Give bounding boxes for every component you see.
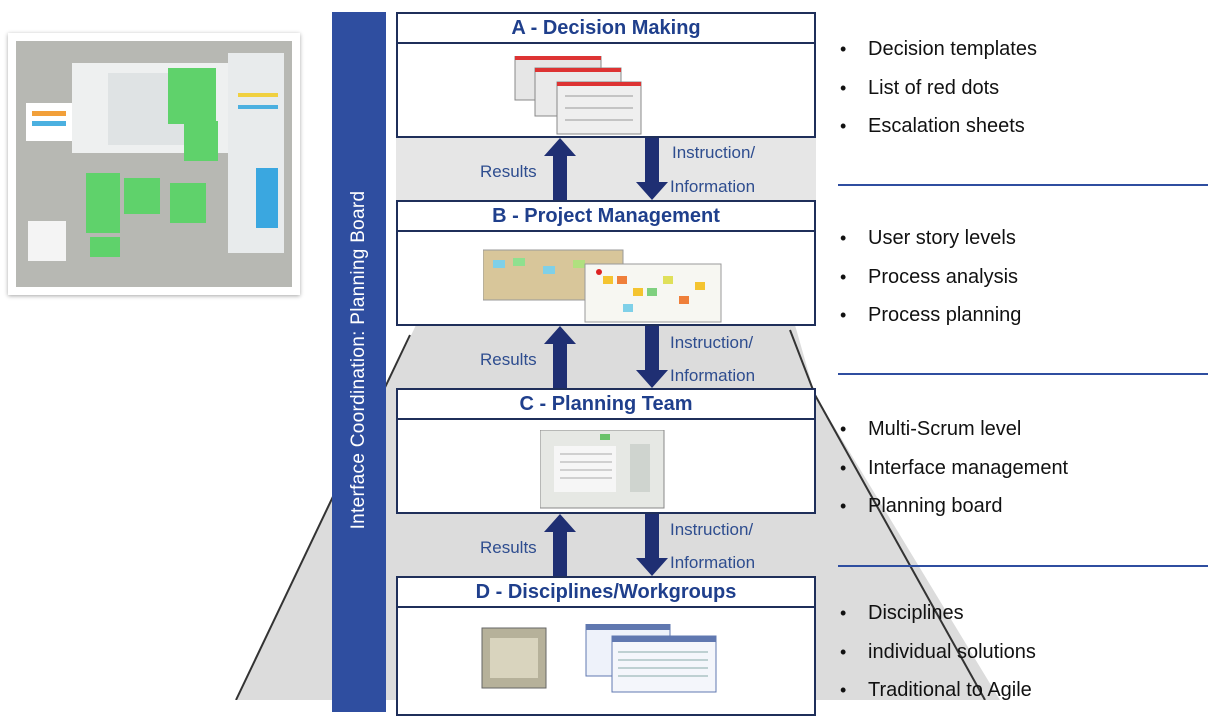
level-b-bullet: User story levels [838, 219, 1021, 258]
results-arrow-b-to-a [544, 138, 576, 200]
separator-line [838, 184, 1208, 186]
level-b-bullet: Process analysis [838, 258, 1021, 297]
level-d-box: D - Disciplines/Workgroups [396, 576, 816, 716]
pyramid-right-edge [789, 329, 816, 396]
results-label-2: Results [480, 350, 537, 369]
disciplines-screens-image [481, 624, 717, 693]
separator-line [838, 565, 1208, 567]
level-a-box: A - Decision Making [396, 12, 816, 138]
decision-templates-image [514, 56, 642, 135]
instruction-arrow-a-to-b [636, 138, 668, 200]
instruction-label-1: Instruction/ [672, 143, 756, 162]
level-d-bullet: Disciplines [838, 594, 1036, 633]
information-label-2: Information [670, 366, 756, 385]
instruction-label-3: Instruction/ [670, 520, 754, 539]
level-b-bullet: Process planning [838, 296, 1021, 335]
separator-line [838, 373, 1208, 375]
level-a-bullets: Decision templates List of red dots Esca… [838, 30, 1037, 146]
level-c-bullet: Interface management [838, 449, 1068, 488]
level-a-bullet: Decision templates [838, 30, 1037, 69]
instruction-label-2: Instruction/ [670, 333, 754, 352]
level-c-bullet: Planning board [838, 487, 1068, 526]
information-label-3: Information [670, 553, 756, 572]
level-c-bullets: Multi-Scrum level Interface management P… [838, 410, 1068, 526]
results-label-1: Results [480, 162, 537, 181]
results-arrow-d-to-c [544, 514, 576, 576]
instruction-arrow-b-to-c [636, 326, 668, 388]
level-c-box: C - Planning Team [396, 388, 816, 514]
information-label-1: Information [670, 177, 756, 196]
board-photo-graphic [16, 41, 292, 287]
level-a-title: A - Decision Making [398, 14, 814, 44]
level-d-bullet: individual solutions [838, 633, 1036, 672]
instruction-arrow-c-to-d [636, 514, 668, 576]
level-b-bullets: User story levels Process analysis Proce… [838, 219, 1021, 335]
results-arrow-c-to-b [544, 326, 576, 388]
level-b-title: B - Project Management [398, 202, 814, 232]
project-management-boards-image [483, 249, 722, 323]
level-a-bullet: List of red dots [838, 69, 1037, 108]
level-c-bullet: Multi-Scrum level [838, 410, 1068, 449]
level-b-box: B - Project Management [396, 200, 816, 326]
planning-board-photo [8, 33, 300, 295]
level-c-title: C - Planning Team [398, 390, 814, 420]
level-d-bullets: Disciplines individual solutions Traditi… [838, 594, 1036, 710]
planning-board-image [540, 430, 665, 509]
level-d-title: D - Disciplines/Workgroups [398, 578, 814, 608]
upper-band-fill [396, 136, 816, 206]
sidebar-label: Interface Coordination: Planning Board [348, 190, 369, 530]
planning-board-sidebar [332, 12, 386, 712]
level-d-bullet: Traditional to Agile [838, 671, 1036, 710]
level-a-bullet: Escalation sheets [838, 107, 1037, 146]
results-label-3: Results [480, 538, 537, 557]
